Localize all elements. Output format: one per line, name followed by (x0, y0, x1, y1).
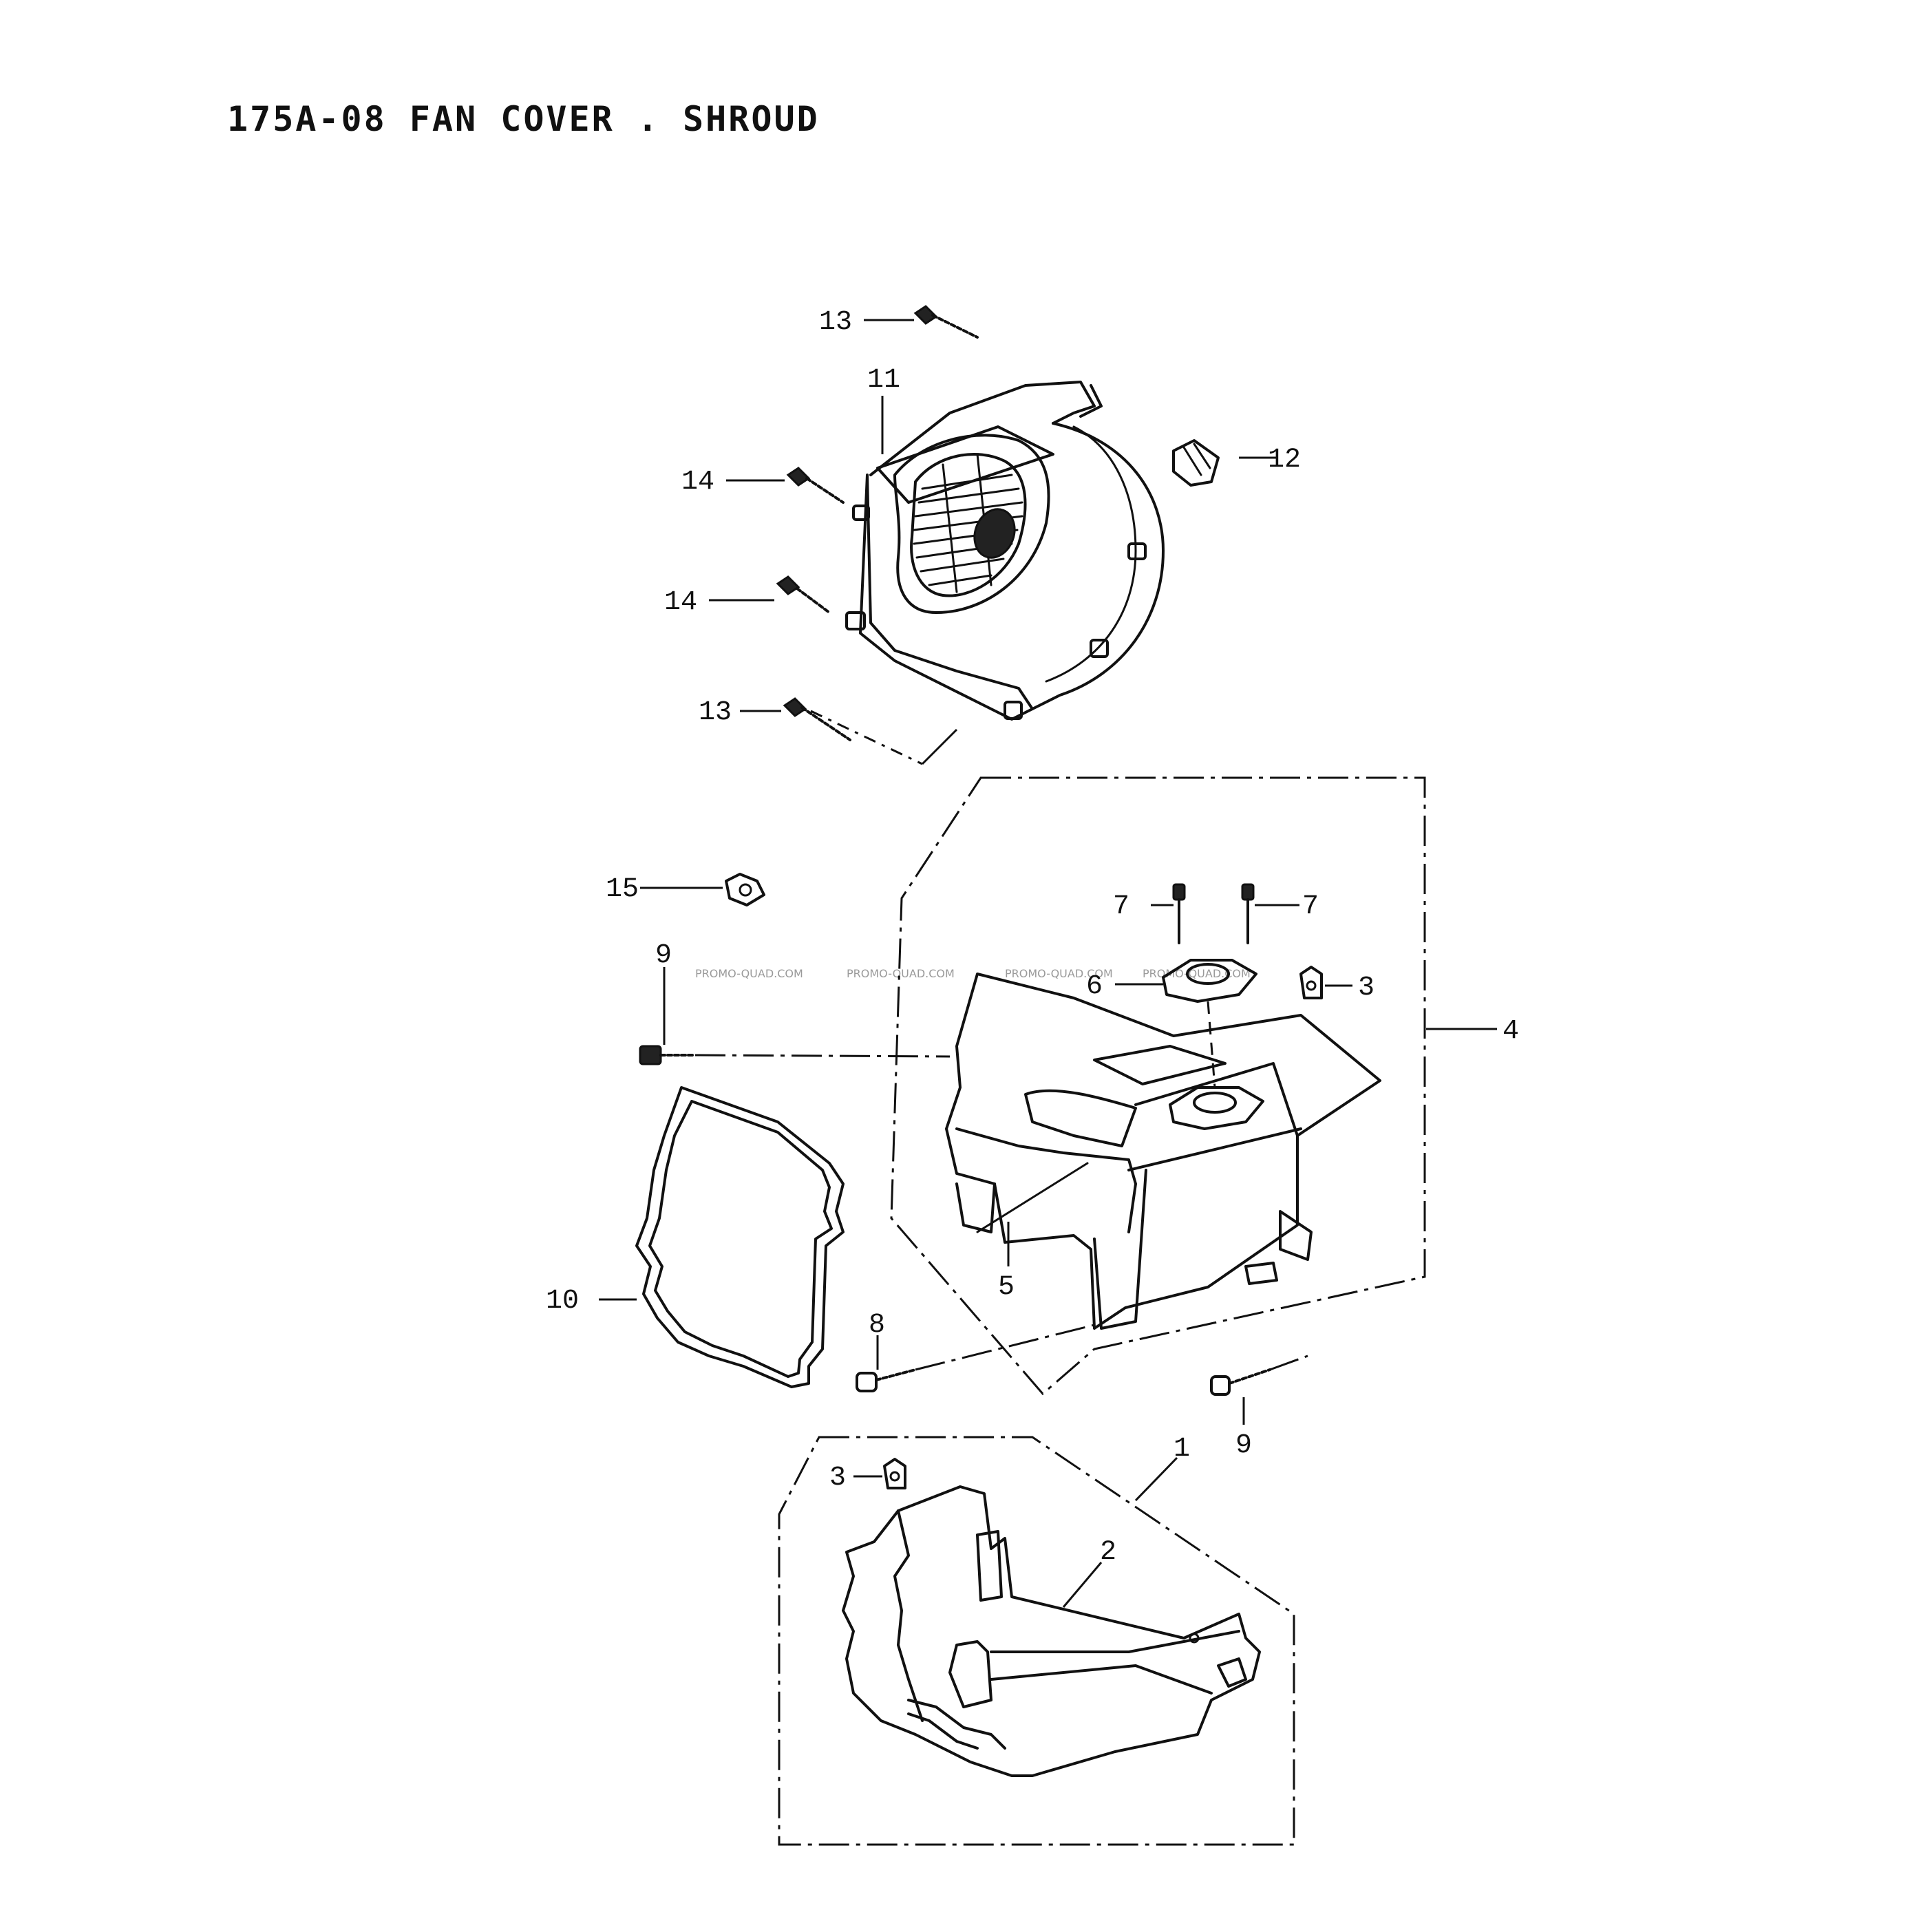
bolt-icon[interactable] (1210, 1368, 1271, 1396)
bolt-icon[interactable] (856, 1368, 917, 1392)
callout-3: 3 (1358, 973, 1374, 1004)
callout-11: 11 (867, 365, 900, 396)
callout-15: 15 (606, 874, 639, 905)
grommet-plate-icon[interactable] (1162, 959, 1264, 1130)
callout-9: 9 (1235, 1430, 1252, 1461)
watermark-2: PROMO-QUAD.COM (847, 967, 955, 980)
callout-2: 2 (1100, 1537, 1116, 1568)
screw-icon[interactable] (913, 305, 979, 339)
diagram-title: 175A-08 FAN COVER . SHROUD (227, 99, 820, 139)
nut-icon[interactable] (725, 873, 765, 906)
assembly-4-boundary (890, 776, 1426, 1396)
callout-7: 7 (1113, 891, 1129, 922)
callout-6: 6 (1086, 971, 1103, 1002)
callout-3: 3 (829, 1463, 846, 1494)
callout-5: 5 (998, 1272, 1015, 1303)
callout-13: 13 (699, 697, 732, 728)
bolt-icon[interactable] (639, 1045, 697, 1065)
screw-icon[interactable] (1172, 883, 1186, 944)
callout-14: 14 (681, 467, 714, 498)
leader-lines (599, 319, 1497, 1608)
watermark-4: PROMO-QUAD.COM (1143, 967, 1251, 980)
callout-4: 4 (1503, 1016, 1519, 1047)
callout-14: 14 (664, 587, 697, 618)
screw-icon[interactable] (786, 467, 845, 504)
callout-7: 7 (1302, 891, 1319, 922)
screw-icon[interactable] (1241, 883, 1255, 944)
watermark-1: PROMO-QUAD.COM (695, 967, 803, 980)
seal-gasket-icon[interactable] (635, 1086, 845, 1388)
clip-nut-icon[interactable] (883, 1458, 906, 1489)
callout-8: 8 (869, 1310, 885, 1341)
callout-10: 10 (546, 1286, 579, 1317)
screw-icon[interactable] (783, 697, 851, 741)
callout-13: 13 (819, 307, 852, 338)
callout-1: 1 (1174, 1434, 1190, 1465)
grommet-icon[interactable] (1172, 439, 1220, 487)
lower-shroud-icon[interactable] (842, 1485, 1261, 1777)
callout-12: 12 (1268, 445, 1301, 476)
upper-shroud-icon[interactable] (945, 973, 1381, 1330)
watermark-3: PROMO-QUAD.COM (1005, 967, 1113, 980)
clip-nut-icon[interactable] (1299, 966, 1323, 999)
assembly-1-boundary (778, 1436, 1295, 1846)
fan-cover-icon[interactable] (845, 381, 1165, 721)
screw-icon[interactable] (776, 575, 831, 614)
callout-9: 9 (655, 940, 672, 971)
